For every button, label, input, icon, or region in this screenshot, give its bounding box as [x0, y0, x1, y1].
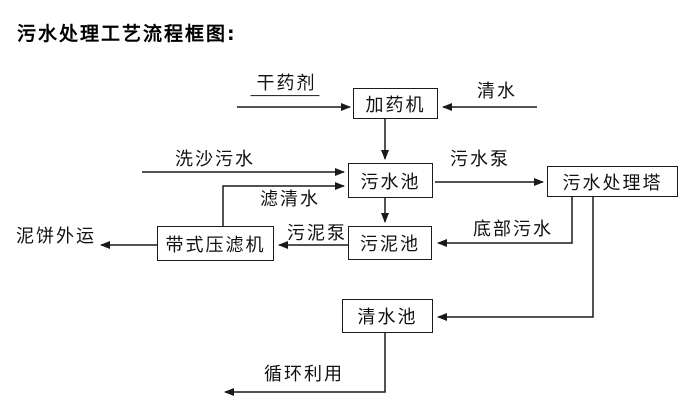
page-title: 污水处理工艺流程框图: [17, 23, 237, 45]
edge-label-clean-water-in: 清水 [477, 81, 517, 103]
edge-label-sewage-pump: 污水泵 [450, 149, 510, 171]
arrow-recycle-arrow [224, 333, 386, 396]
flow-node-belt-filter-press: 带式压滤机 [157, 226, 274, 261]
edge-label-dry-agent: 干药剂 [250, 74, 320, 96]
flow-node-dosing-machine: 加药机 [353, 88, 438, 119]
flow-node-sludge-pool: 污泥池 [348, 226, 432, 260]
edge-label-sand-washing: 洗沙污水 [175, 149, 255, 171]
edge-label-sludge-pump: 污泥泵 [287, 223, 347, 245]
flow-node-sewage-pool: 污水池 [348, 163, 433, 198]
edge-label-recycle-use: 循环利用 [264, 364, 344, 386]
edge-label-mud-cake-out: 泥饼外运 [16, 226, 96, 248]
arrow-tower-to-clean-arrow [437, 197, 594, 321]
flow-node-clean-water-pool: 清水池 [342, 299, 433, 333]
edge-label-bottom-sewage: 底部污水 [473, 219, 553, 241]
arrow-filtered-water-arrow [222, 182, 345, 226]
arrow-bottom-sewage-arrow [437, 197, 573, 247]
flow-node-treatment-tower: 污水处理塔 [547, 166, 678, 197]
edge-label-filtered-water: 滤清水 [260, 189, 320, 211]
